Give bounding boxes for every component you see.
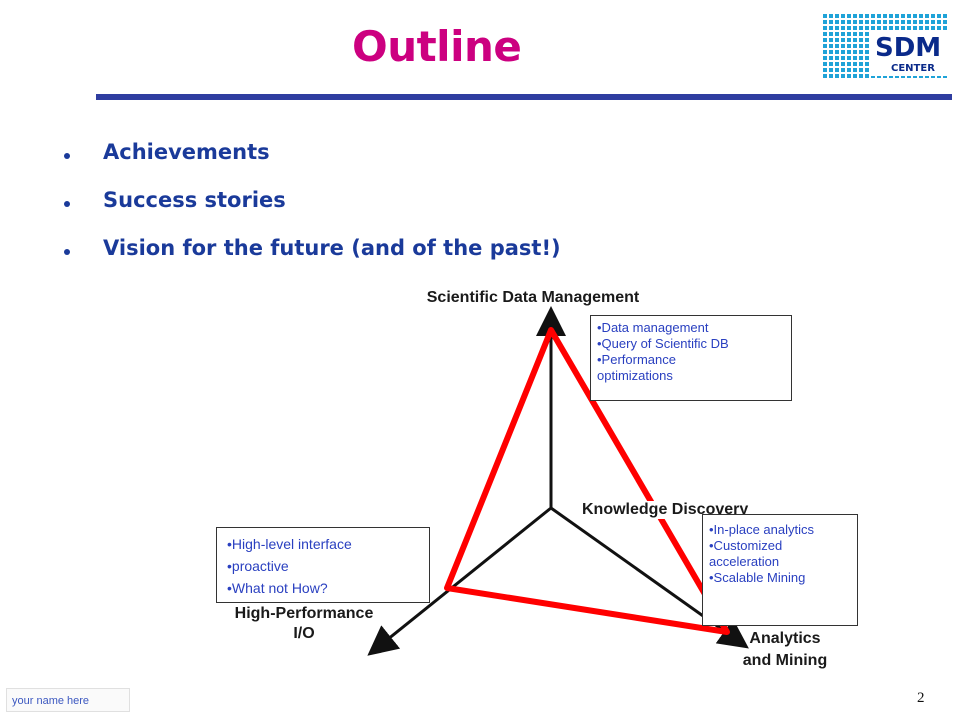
- box-high-level-interface: •High-level interface •proactive •What n…: [216, 527, 430, 603]
- logo-text-bottom: CENTER: [891, 63, 935, 74]
- bullet-dot-icon: [64, 153, 70, 159]
- box-data-management: •Data management •Query of Scientific DB…: [590, 315, 792, 401]
- sdm-center-logo: SDM CENTER: [823, 14, 951, 78]
- axis-left-line: [367, 506, 552, 656]
- red-triangle: [444, 327, 730, 635]
- presenter-name-placeholder: your name here: [6, 688, 130, 712]
- slide-title: Outline: [352, 22, 522, 71]
- bullet-dot-icon: [64, 249, 70, 255]
- axis-label-right: Analytics and Mining: [742, 630, 828, 669]
- axis-label-top: Scientific Data Management: [426, 289, 640, 306]
- page-number: 2: [917, 690, 925, 706]
- axis-label-left: High-Performance I/O: [234, 605, 374, 642]
- box-in-place-analytics: •In-place analytics •Customized accelera…: [702, 514, 858, 626]
- logo-text-top: SDM: [875, 33, 941, 63]
- title-underline: [96, 94, 952, 100]
- bullet-dot-icon: [64, 201, 70, 207]
